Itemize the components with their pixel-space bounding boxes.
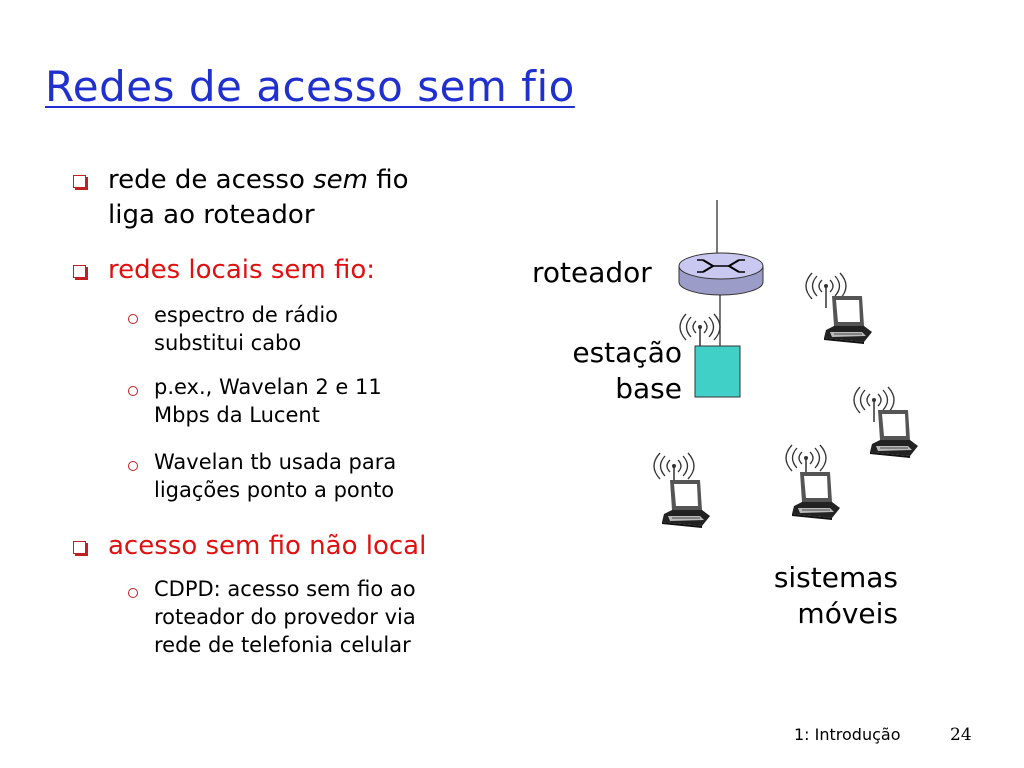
base-station-label-line-1: estação [572,336,682,369]
circle-bullet-icon [128,386,138,396]
circle-bullet-icon [128,314,138,324]
sub-bullet-2-3-line-2: ligações ponto a ponto [154,478,395,502]
sub-bullet-2-2-line-1: p.ex., Wavelan 2 e 11 [154,375,382,399]
sub-bullet-2-1-line-1: espectro de rádio [154,303,339,327]
mobile-hosts-label-line-2: móveis [797,597,898,630]
bullet-1-emphasis: sem [313,165,369,195]
bullet-1-text-a: rede de acesso [108,165,314,195]
sub-bullet-2-1-line-2: substitui cabo [154,331,302,355]
sub-bullet-3-1-line-1: CDPD: acesso sem fio ao [154,577,416,601]
wireless-laptop-icon [853,386,919,459]
square-bullet-icon [73,175,86,188]
bullet-3: acesso sem fio não local [108,531,427,561]
router-label: roteador [532,256,652,289]
sub-bullet-3-1-line-2: roteador do provedor via [154,605,416,629]
wireless-laptop-icon [785,444,841,521]
circle-bullet-icon [128,461,138,471]
wireless-laptop-icon [805,272,873,345]
sub-bullet-2-3-line-1: Wavelan tb usada para [154,450,397,474]
sub-bullet-2-2-line-2: Mbps da Lucent [154,403,320,427]
sub-bullet-3-1: CDPD: acesso sem fio ao roteador do prov… [154,575,416,659]
footer-chapter: 1: Introdução [794,725,901,744]
base-station-icon [679,313,741,398]
bullet-1: rede de acesso sem fio liga ao roteador [108,163,409,233]
bullet-2: redes locais sem fio: [108,255,375,285]
circle-bullet-icon [128,588,138,598]
square-bullet-icon [73,541,86,554]
sub-bullet-2-3: Wavelan tb usada para ligações ponto a p… [154,448,396,504]
base-station-label-line-2: base [615,372,682,405]
base-station-label: estação base [540,335,682,407]
page-number: 24 [950,725,972,745]
wireless-laptop-icon [653,452,711,529]
square-bullet-icon [73,265,86,278]
slide-title: Redes de acesso sem fio [45,62,575,111]
mobile-hosts-label-line-1: sistemas [773,561,898,594]
sub-bullet-2-2: p.ex., Wavelan 2 e 11 Mbps da Lucent [154,373,382,429]
mobile-hosts-label: sistemas móveis [740,560,898,632]
bullet-1-line-2: liga ao roteador [108,200,315,230]
router-icon [678,252,764,296]
sub-bullet-2-1: espectro de rádio substitui cabo [154,301,338,357]
bullet-1-text-b: fio [368,165,409,195]
sub-bullet-3-1-line-3: rede de telefonia celular [154,633,411,657]
